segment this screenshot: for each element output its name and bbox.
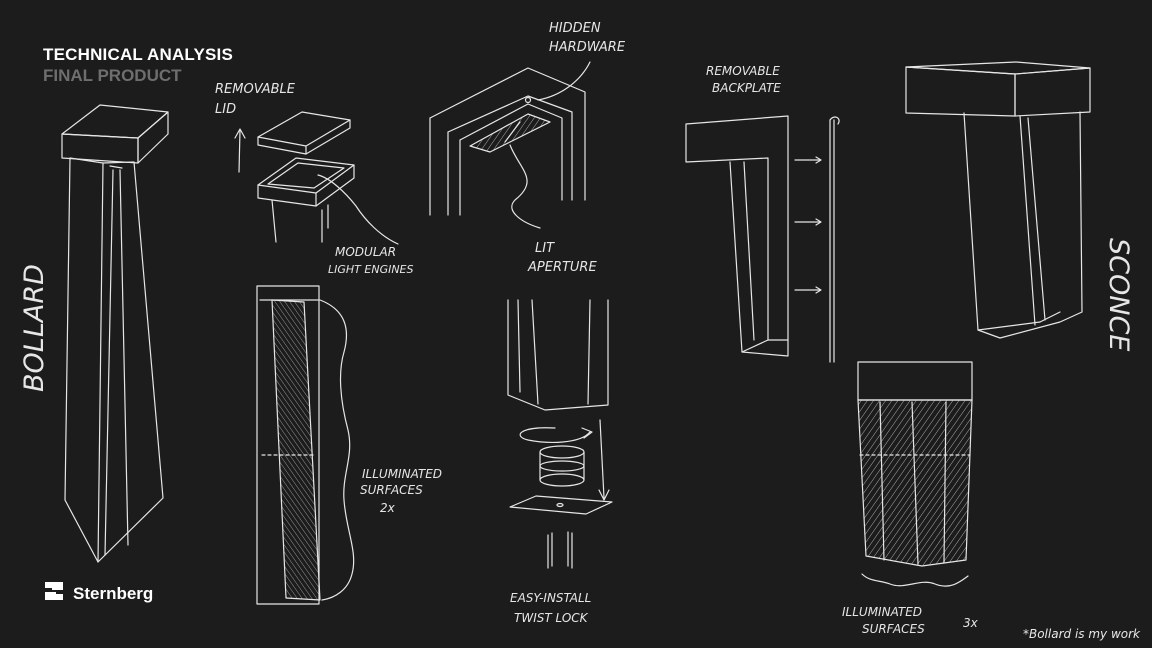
footnote: *Bollard is my work [1022, 627, 1140, 641]
label-illum-bollard-1: ILLUMINATED [362, 467, 442, 481]
page-header: TECHNICAL ANALYSIS FINAL PRODUCT [43, 44, 233, 86]
page-title: TECHNICAL ANALYSIS [43, 45, 233, 64]
label-illum-bollard-2: SURFACES [360, 483, 423, 497]
label-illum-sconce-2: SURFACES [862, 622, 925, 636]
label-lit-2: APERTURE [527, 260, 597, 275]
lid-sketch [234, 111, 399, 245]
corner-sketch [429, 61, 591, 229]
label-modular-1: MODULAR [335, 245, 396, 259]
sconce-sketch [905, 61, 1091, 339]
sternberg-logo-icon [42, 579, 66, 608]
label-illum-sconce-count: 3x [963, 616, 979, 630]
label-install-2: TWIST LOCK [514, 611, 589, 625]
sconce-section-sketch [857, 361, 973, 587]
bollard-section-sketch [256, 285, 355, 605]
brand-name: Sternberg [73, 583, 154, 603]
label-illum-bollard-count: 2x [380, 501, 396, 515]
page-subtitle: FINAL PRODUCT [43, 66, 182, 85]
backplate-sketch [685, 115, 840, 363]
label-illum-sconce-1: ILLUMINATED [842, 605, 922, 619]
label-removable-lid-1: REMOVABLE [215, 82, 296, 97]
sconce-vertical-label: SCONCE [1103, 238, 1134, 351]
label-install-1: EASY-INSTALL [510, 591, 591, 605]
bollard-sketch [61, 104, 169, 563]
twist-lock-sketch [507, 299, 613, 569]
label-hidden-1: HIDDEN [549, 21, 601, 36]
label-backplate-1: REMOVABLE [706, 64, 780, 78]
label-hidden-2: HARDWARE [549, 40, 626, 55]
brand-logo: Sternberg [42, 579, 153, 608]
label-backplate-2: BACKPLATE [712, 81, 781, 95]
label-modular-2: LIGHT ENGINES [328, 263, 414, 276]
label-lit-1: LIT [535, 241, 555, 256]
label-removable-lid-2: LID [215, 102, 236, 117]
bollard-vertical-label: BOLLARD [19, 264, 50, 392]
